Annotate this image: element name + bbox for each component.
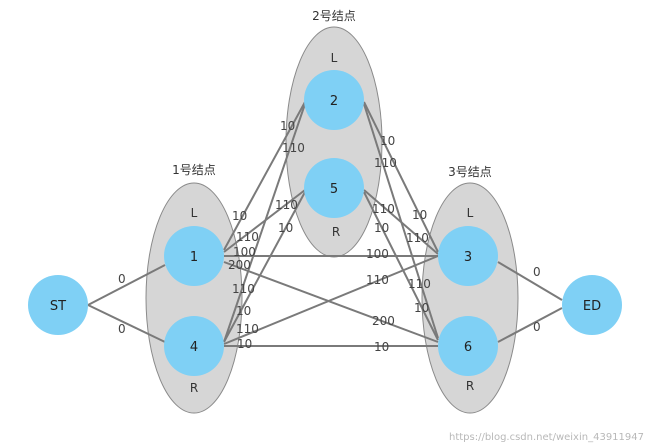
edge-label: 0 [118, 272, 126, 286]
edge-weight-labels: 0 0 10 110 100 200 110 10 110 10 10 110 … [118, 119, 541, 354]
node-label-ed: ED [583, 299, 601, 314]
edge-label: 100 [366, 247, 389, 261]
group-3-title: 3号结点 [448, 165, 492, 179]
edge-label: 0 [533, 265, 541, 279]
edge-label: 110 [372, 202, 395, 216]
edge-label: 10 [412, 208, 427, 222]
edge-5-6 [363, 191, 439, 341]
edge-label: 110 [366, 273, 389, 287]
edge-6-ed [497, 307, 563, 343]
node-5 [304, 158, 364, 218]
node-ed [562, 275, 622, 335]
edge-label: 110 [406, 231, 429, 245]
edge-st-4 [87, 304, 166, 343]
node-label-6: 6 [464, 340, 472, 355]
edge-5-3 [363, 189, 439, 255]
group-1-left-label: L [191, 206, 198, 220]
edge-label: 0 [118, 322, 126, 336]
node-6 [438, 316, 498, 376]
node-label-4: 4 [190, 340, 198, 355]
group-3-left-label: L [467, 206, 474, 220]
node-1 [164, 226, 224, 286]
node-label-st: ST [50, 299, 66, 314]
group-2-left-label: L [331, 51, 338, 65]
edge-label: 110 [236, 322, 259, 336]
node-2 [304, 70, 364, 130]
group-2-right-label: R [332, 225, 340, 239]
edge-label: 110 [408, 277, 431, 291]
edge-st-1 [87, 264, 166, 306]
edge-label: 10 [374, 221, 389, 235]
edge-3-ed [497, 261, 563, 301]
group-1-right-label: R [190, 381, 198, 395]
watermark-text: https://blog.csdn.net/weixin_43911947 [449, 432, 644, 443]
edge-label: 10 [232, 209, 247, 223]
edge-label: 110 [232, 282, 255, 296]
node-label-2: 2 [330, 94, 338, 109]
group-3-right-label: R [466, 379, 474, 393]
edge-label: 10 [380, 134, 395, 148]
node-label-3: 3 [464, 250, 472, 265]
edge-label: 110 [275, 198, 298, 212]
edge-2-3 [363, 101, 439, 253]
node-st [28, 275, 88, 335]
edge-label: 110 [236, 230, 259, 244]
edge-label: 10 [280, 119, 295, 133]
edge-label: 200 [228, 258, 251, 272]
node-4 [164, 316, 224, 376]
edge-label: 10 [414, 301, 429, 315]
edge-1-2 [223, 101, 306, 251]
edge-label: 100 [233, 245, 256, 259]
edge-4-5 [223, 191, 306, 343]
edges [87, 101, 563, 347]
node-3 [438, 226, 498, 286]
edge-label: 10 [278, 221, 293, 235]
node-label-1: 1 [190, 250, 198, 265]
edge-label: 10 [374, 340, 389, 354]
edge-label: 0 [533, 320, 541, 334]
edge-label: 200 [372, 314, 395, 328]
node-label-5: 5 [330, 182, 338, 197]
edge-label: 110 [374, 156, 397, 170]
edge-label: 10 [236, 304, 251, 318]
group-1-title: 1号结点 [172, 163, 216, 177]
edge-label: 10 [237, 337, 252, 351]
group-2-title: 2号结点 [312, 9, 356, 23]
edge-4-2 [223, 103, 306, 343]
edge-label: 110 [282, 141, 305, 155]
